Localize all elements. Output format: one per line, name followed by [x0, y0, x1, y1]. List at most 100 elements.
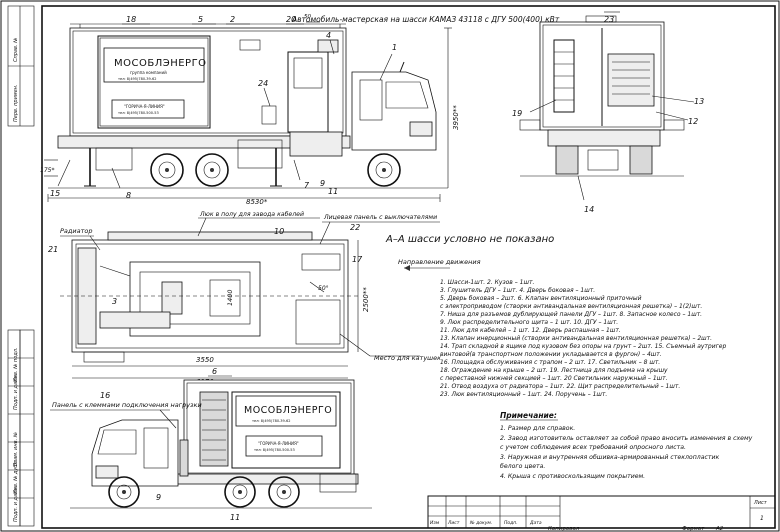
- inner-frame: [41, 5, 776, 529]
- stamp-col-2: № докум.: [469, 520, 492, 526]
- stamp-sheet: Лист: [753, 500, 768, 506]
- section-title: А–А шасси условно не показано: [385, 234, 554, 245]
- strip-text-4: Взам. инв. №: [13, 432, 19, 466]
- rear-view: [519, 15, 685, 201]
- side-dimensions: 8530* 3950** 175* 50: [40, 14, 460, 206]
- dim-angle: 50°: [318, 285, 329, 292]
- label-floor-hatch: Люк в полу для завода кабелей: [199, 210, 304, 218]
- callout-1: 1: [392, 43, 397, 52]
- legend-6: 11. Люк для кабелей – 1 шт. 12. Дверь ра…: [440, 327, 621, 334]
- legend-4: 7. Ниша для разъемов дублирующей панели …: [440, 311, 702, 318]
- logo2-rent: "ГОРИЧА-Я-ЛИНИЯ": [258, 441, 299, 446]
- callout-20: 20: [286, 15, 296, 24]
- dim-wheelbase: 3550: [196, 356, 214, 364]
- legend-2: 5. Дверь боковая – 2шт. 6. Клапан вентил…: [440, 295, 642, 302]
- note-5: 4. Крыша с противоскользящим покрытием.: [500, 473, 645, 480]
- stamp-col-1: Лист: [447, 520, 460, 526]
- logo-name: МОСОБЛЭНЕРГО: [114, 58, 207, 69]
- note-4: белого цвета.: [500, 462, 545, 470]
- side-callouts: 18 5 2 20 4 1 24 15 8 7 9 11: [50, 15, 397, 200]
- legend-5: 9. Люк распределительного щита – 1 шт. 1…: [440, 319, 618, 326]
- wheels-side-2: [108, 476, 300, 508]
- callout-14: 14: [584, 205, 594, 214]
- strip-text-6: Инв. № подл.: [13, 348, 19, 383]
- dim-top-50: 50: [304, 14, 311, 20]
- stamp-col-3: Подп.: [504, 520, 518, 526]
- legend-3: с электроприводом (створки антивандальна…: [440, 303, 702, 310]
- logo-rent-phone: тел: 8(495)780-500-53: [118, 111, 159, 115]
- legend-7: 13. Клапан инерционный (створки антиванд…: [440, 335, 712, 342]
- callout-23: 23: [604, 15, 614, 24]
- stamp-col-4: Дата: [529, 520, 542, 526]
- callout-17: 17: [352, 255, 363, 264]
- plan-labels: Люк в полу для завода кабелей Лицевая па…: [48, 210, 554, 400]
- callout-16: 16: [100, 391, 110, 400]
- note-0: 1. Размер для справок.: [500, 425, 575, 432]
- strip-text-0: Перв. примен.: [13, 84, 19, 122]
- dim-outer-width: 2500**: [362, 287, 370, 312]
- callout-21: 21: [48, 245, 58, 254]
- strip-text-1: Справ. №: [13, 38, 19, 62]
- note-2: с учетом соблюдения всех требований опро…: [500, 443, 686, 451]
- strip-text-3: Инв. № дубл.: [13, 460, 19, 494]
- logo-sub: группа компаний: [130, 70, 167, 75]
- legend: 1. Шасси-1шт. 2. Кузов – 1шт. 3. Глушите…: [440, 279, 726, 398]
- label-coils: Место для катушек: [374, 354, 441, 362]
- callout-5: 5: [198, 15, 203, 24]
- logo-rent: "ГОРИЧА-Я-ЛИНИЯ": [124, 104, 165, 109]
- legend-13: 21. Отвод воздуха от радиатора – 1шт. 22…: [440, 383, 680, 390]
- note-1: 2. Завод изготовитель оставляет за собой…: [500, 434, 753, 442]
- callout-3: 3: [112, 297, 117, 306]
- callout-12: 12: [688, 117, 698, 126]
- title-block: Изм Лист № докум. Подп. Дата Лист 1: [427, 495, 776, 529]
- callout-24: 24: [258, 79, 268, 88]
- callout-4: 4: [326, 31, 331, 40]
- stamp-format: Формат: [682, 526, 705, 532]
- dim-height: 3950**: [452, 105, 460, 130]
- legend-10: 16. Площадка обслуживания с трапом – 2 ш…: [440, 359, 660, 366]
- legend-11: 18. Ограждение на крыше – 2 шт. 19. Лест…: [440, 367, 668, 374]
- logo2-name: МОСОБЛЭНЕРГО: [244, 405, 332, 416]
- truck-cab: [351, 71, 437, 151]
- legend-12: с переставной нижней секцией – 1шт. 20 С…: [440, 375, 668, 382]
- vent-valve-6: [199, 391, 229, 467]
- legend-1: 3. Глушитель ДГУ – 1шт. 4. Дверь боковая…: [440, 287, 595, 294]
- notes-title: Примечание:: [500, 411, 557, 420]
- callout-9b: 9: [156, 493, 161, 502]
- rear-callouts: 23 19 13 12 14: [512, 11, 704, 214]
- callout-22: 22: [350, 223, 360, 232]
- label-load-panel: Панель с клеммами подключения нагрузки: [52, 401, 202, 409]
- strip-text-5: Подп. и дата: [13, 376, 19, 410]
- drawing-title: Автомобиль-мастерская на шасси КАМАЗ 431…: [291, 15, 560, 24]
- callout-11b: 11: [230, 513, 240, 522]
- chassis-frame: [57, 135, 351, 149]
- legend-9: винтовой(в транспортном положении уклады…: [440, 351, 662, 358]
- bottom-callouts: Панель с клеммами подключения нагрузки 6…: [50, 367, 240, 522]
- callout-11: 11: [328, 187, 338, 196]
- label-radiator: Радиатор: [60, 227, 93, 235]
- callout-15: 15: [50, 189, 60, 198]
- callout-2: 2: [230, 15, 235, 24]
- side-view-truck-2: МОСОБЛЭНЕРГО тел: 8(495)780-39-62 "ГОРИЧ…: [70, 379, 372, 509]
- callout-6: 6: [212, 367, 217, 376]
- stamp-sheet-value: 1: [760, 515, 764, 522]
- logo-phone: тел: 8(495)780-39-62: [118, 77, 156, 81]
- legend-0: 1. Шасси-1шт. 2. Кузов – 1шт.: [440, 279, 534, 286]
- company-logo: МОСОБЛЭНЕРГО группа компаний тел: 8(495)…: [103, 47, 207, 119]
- callout-9: 9: [320, 179, 325, 188]
- stamp-copied: Копировал: [548, 526, 580, 532]
- logo2-rent-phone: тел: 8(495)780-500-53: [254, 448, 295, 452]
- movement-label: Направление движения: [398, 258, 481, 266]
- callout-13: 13: [694, 97, 704, 106]
- dim-length: 8530*: [246, 198, 268, 206]
- side-door: [97, 35, 211, 129]
- wheels-side: [150, 153, 401, 187]
- side-strip: Перв. примен. Справ. № Подп. и дата Инв.…: [7, 5, 35, 527]
- callout-10: 10: [274, 227, 284, 236]
- plan-view: [60, 231, 360, 363]
- callout-19: 19: [512, 109, 522, 118]
- callout-8: 8: [126, 191, 131, 200]
